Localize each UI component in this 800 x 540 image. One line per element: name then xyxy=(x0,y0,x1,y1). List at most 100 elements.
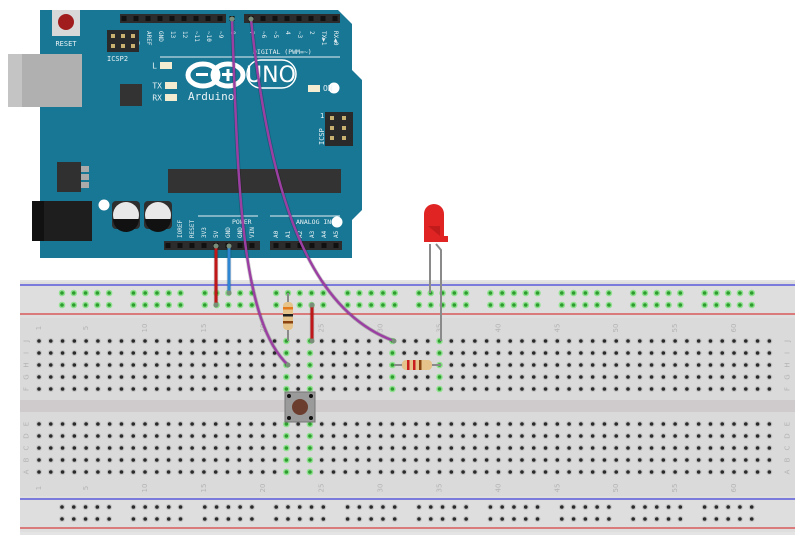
uno-text: UNO xyxy=(246,63,296,88)
header-pin xyxy=(205,16,211,21)
hole xyxy=(685,470,689,474)
hole xyxy=(496,339,501,343)
rail-hole xyxy=(500,303,504,307)
rail-hole xyxy=(321,303,326,307)
header-pin xyxy=(169,16,175,21)
rail-hole xyxy=(166,505,171,509)
pushbutton-leg xyxy=(309,394,313,398)
hole xyxy=(767,422,772,426)
hole xyxy=(331,363,336,367)
column-number-bottom: 15 xyxy=(200,484,208,493)
rail-hole xyxy=(166,517,171,521)
hole xyxy=(402,446,406,450)
hole xyxy=(496,446,501,450)
pin-label: 13 xyxy=(169,31,176,39)
rail-hole xyxy=(274,517,279,521)
hole xyxy=(225,422,230,426)
hole xyxy=(37,434,41,438)
hole xyxy=(708,434,713,438)
rail-hole xyxy=(738,303,742,307)
hole xyxy=(48,351,53,355)
hole xyxy=(414,375,418,379)
hole xyxy=(378,458,383,462)
rail-hole xyxy=(357,505,362,509)
hole xyxy=(767,470,772,474)
column-number-top: 5 xyxy=(82,326,90,330)
rail-hole xyxy=(607,303,611,307)
rail-hole xyxy=(203,303,207,307)
hole xyxy=(661,470,666,474)
hole xyxy=(567,422,571,426)
icsp-pin1-label: 1 xyxy=(320,112,324,120)
hole xyxy=(225,351,230,355)
hole xyxy=(473,351,477,355)
hole xyxy=(96,387,100,391)
rail-hole xyxy=(666,505,671,509)
hole xyxy=(390,387,395,391)
hole xyxy=(685,446,689,450)
hole xyxy=(567,387,571,391)
hole xyxy=(708,458,713,462)
column-number-top: 60 xyxy=(730,324,738,333)
hole xyxy=(402,387,406,391)
hole xyxy=(119,339,124,343)
pushbutton-leg xyxy=(309,416,313,420)
hole xyxy=(602,375,607,379)
hole xyxy=(649,458,654,462)
hole xyxy=(661,375,666,379)
rail-hole xyxy=(238,303,242,307)
hole xyxy=(473,458,477,462)
hole xyxy=(732,387,736,391)
hole xyxy=(473,434,477,438)
hole xyxy=(531,339,536,343)
rail-hole xyxy=(464,517,468,521)
hole xyxy=(202,458,206,462)
pin-label: A0 xyxy=(273,230,280,238)
hole xyxy=(48,375,53,379)
hole xyxy=(367,339,371,343)
hole xyxy=(308,375,312,379)
row-label-right: E xyxy=(784,422,792,426)
hole xyxy=(107,339,112,343)
hole xyxy=(119,422,124,426)
hole xyxy=(614,339,619,343)
led xyxy=(424,204,448,242)
rail-hole xyxy=(595,291,599,295)
hole xyxy=(626,387,630,391)
hole xyxy=(96,434,100,438)
row-label-left: B xyxy=(23,457,31,462)
hole xyxy=(425,458,430,462)
hole xyxy=(449,470,454,474)
hole xyxy=(579,422,583,426)
hole xyxy=(190,458,194,462)
icsp2-pin xyxy=(121,44,125,48)
rail-hole xyxy=(643,505,647,509)
column-number-bottom: 25 xyxy=(318,484,326,493)
rail-hole xyxy=(428,517,433,521)
rail-hole xyxy=(666,291,671,295)
hole xyxy=(649,470,654,474)
rail-hole xyxy=(749,517,754,521)
rail-hole xyxy=(345,505,350,509)
rail-hole xyxy=(595,505,599,509)
hole xyxy=(37,339,41,343)
hole xyxy=(708,470,713,474)
rail-hole xyxy=(166,291,171,295)
hole xyxy=(296,458,300,462)
hole xyxy=(261,446,265,450)
regulator-pin xyxy=(81,174,89,180)
hole xyxy=(237,375,242,379)
hole xyxy=(166,351,171,355)
hole xyxy=(343,363,348,367)
hole xyxy=(119,363,124,367)
hole xyxy=(131,470,136,474)
hole xyxy=(508,375,512,379)
pin-label: A3 xyxy=(309,230,316,238)
hole xyxy=(614,434,619,438)
rail-hole xyxy=(143,291,147,295)
hole xyxy=(107,470,112,474)
hole xyxy=(178,446,183,450)
hole xyxy=(425,434,430,438)
rail-hole xyxy=(738,505,742,509)
hole xyxy=(37,470,41,474)
